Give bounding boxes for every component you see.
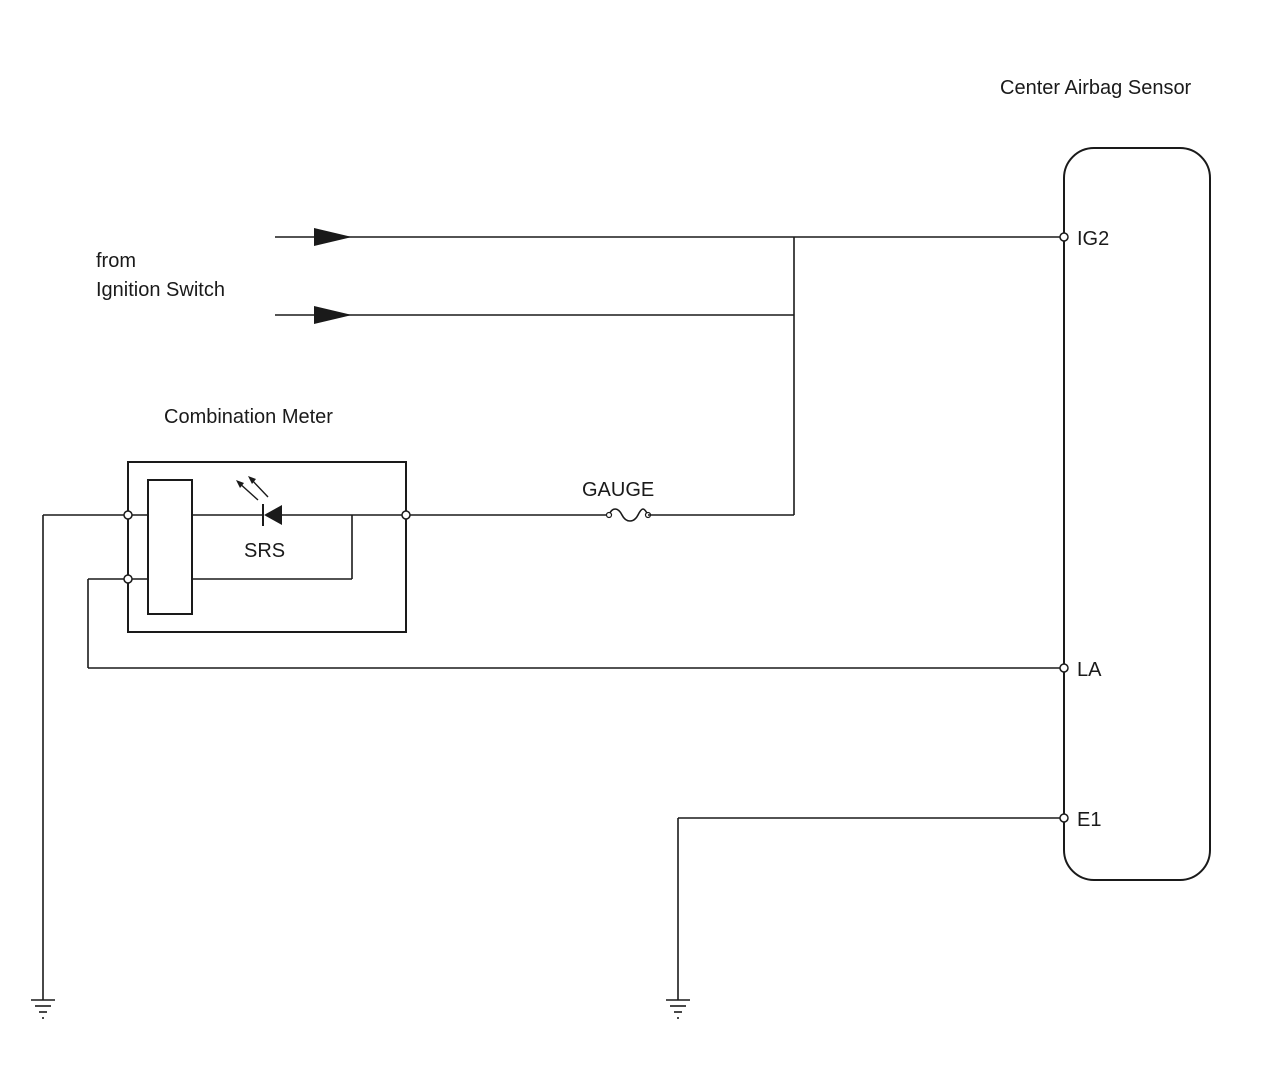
arrow-icon [314,228,352,246]
pin-e1-terminal [1059,813,1069,823]
combination-meter-box [127,461,407,633]
from-label: from [96,250,136,272]
meter-circuit-block [147,479,193,615]
arrow-icon [314,306,352,324]
meter-terminal [123,510,133,520]
srs-led-icon [236,476,282,526]
pin-e1-label: E1 [1077,809,1101,831]
meter-terminal [123,574,133,584]
pin-la-terminal [1059,663,1069,673]
ignition-switch-label: Ignition Switch [96,279,225,301]
meter-terminal [401,510,411,520]
center-airbag-sensor-label: Center Airbag Sensor [1000,77,1192,99]
ground-icon [666,999,690,1019]
ground-icon [31,999,55,1019]
srs-label: SRS [244,540,285,562]
fuse-terminal [605,511,613,519]
combination-meter-label: Combination Meter [164,406,333,428]
pin-la-label: LA [1077,659,1102,681]
pin-ig2-label: IG2 [1077,228,1109,250]
gauge-fuse-label: GAUGE [582,479,654,501]
pin-ig2-terminal [1059,232,1069,242]
center-airbag-sensor-box [1063,147,1211,881]
fuse-icon [608,508,649,522]
